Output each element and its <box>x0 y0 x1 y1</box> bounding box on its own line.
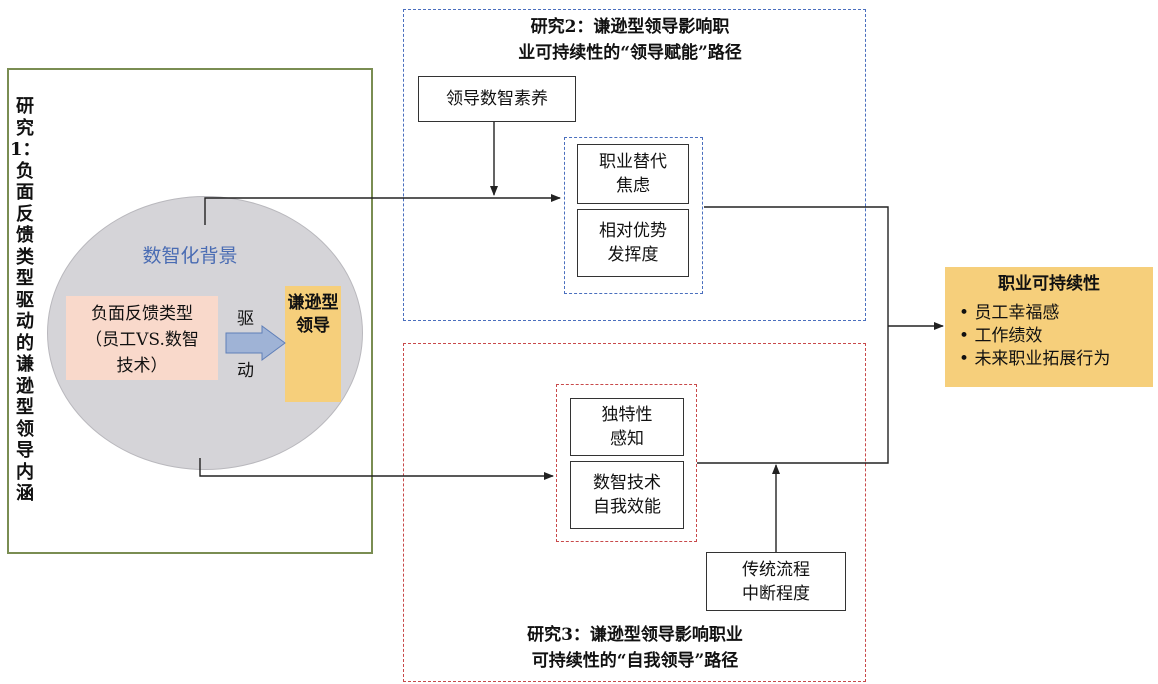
outcome-item-label: 工作绩效 <box>974 326 1043 346</box>
drive-arrow-icon <box>225 325 286 361</box>
bullet-icon: • <box>959 326 970 346</box>
humble-leadership-box: 谦逊型领导 <box>285 286 341 402</box>
leader-digital-literacy-label: 领导数智素养 <box>446 89 548 109</box>
relative-advantage-line: 相对优势 <box>599 221 667 241</box>
digital-background-title: 数智化背景 <box>142 245 238 267</box>
uniqueness-perception-box: 独特性 感知 <box>570 398 684 456</box>
outcome-item: • 未来职业拓展行为 <box>959 348 1153 371</box>
outcome-item: • 员工幸福感 <box>959 302 1153 325</box>
path-arrow-to-study3 <box>199 458 554 480</box>
digital-tech-self-efficacy-box: 数智技术 自我效能 <box>570 461 684 529</box>
study3-frame <box>403 343 866 682</box>
uniqueness-perception-line: 感知 <box>610 429 644 449</box>
connector-study2-to-outcome <box>704 206 889 326</box>
process-disruption-box: 传统流程 中断程度 <box>706 552 846 611</box>
study1-label: 研究1：负面反馈类型驱动的谦逊型领导内涵 <box>10 96 41 504</box>
study1-frame <box>7 68 373 554</box>
bullet-icon: • <box>959 303 970 323</box>
drive-label-char: 驱 <box>237 309 254 329</box>
career-sustainability-title: 职业可持续性 <box>998 274 1100 294</box>
negative-feedback-line: 技术） <box>116 356 168 376</box>
outcome-item-label: 未来职业拓展行为 <box>974 349 1111 369</box>
career-replacement-anxiety-line: 焦虑 <box>616 176 650 196</box>
negative-feedback-line: 负面反馈类型 <box>91 304 193 324</box>
study2-frame <box>403 9 866 321</box>
digital-tech-self-efficacy-line: 数智技术 <box>593 473 661 493</box>
study2-title: 研究2：谦逊型领导影响职 业可持续性的“领导赋能”路径 <box>420 14 840 66</box>
study3-title-line: 可持续性的“自我领导”路径 <box>531 651 739 671</box>
outcome-item-label: 员工幸福感 <box>974 303 1060 323</box>
relative-advantage-line: 发挥度 <box>607 245 659 265</box>
study3-title: 研究3：谦逊型领导影响职业 可持续性的“自我领导”路径 <box>430 622 840 674</box>
bullet-icon: • <box>959 349 970 369</box>
outcome-item: • 工作绩效 <box>959 325 1153 348</box>
career-replacement-anxiety-box: 职业替代 焦虑 <box>577 144 689 204</box>
drive-label-char: 动 <box>237 361 254 381</box>
career-sustainability-box: 职业可持续性 • 员工幸福感 • 工作绩效 • 未来职业拓展行为 <box>945 267 1153 387</box>
leader-digital-literacy-box: 领导数智素养 <box>418 76 576 122</box>
negative-feedback-line: （员工VS.数智 <box>85 330 199 350</box>
study2-mediators-frame <box>564 137 703 294</box>
connector-study3-to-outcome <box>697 326 889 464</box>
process-disruption-line: 传统流程 <box>742 559 810 580</box>
career-replacement-anxiety-line: 职业替代 <box>599 152 667 172</box>
relative-advantage-box: 相对优势 发挥度 <box>577 209 689 277</box>
process-disruption-line: 中断程度 <box>742 583 810 604</box>
uniqueness-perception-line: 独特性 <box>601 405 653 425</box>
study3-title-line: 研究3：谦逊型领导影响职业 <box>527 625 743 645</box>
digital-tech-self-efficacy-line: 自我效能 <box>593 497 661 517</box>
study2-title-line: 研究2：谦逊型领导影响职 <box>530 17 730 37</box>
study2-title-line: 业可持续性的“领导赋能”路径 <box>518 43 742 63</box>
path-arrow-to-study2 <box>204 194 561 225</box>
study3-mediators-frame <box>556 384 697 542</box>
negative-feedback-type-box: 负面反馈类型 （员工VS.数智 技术） <box>66 296 218 380</box>
